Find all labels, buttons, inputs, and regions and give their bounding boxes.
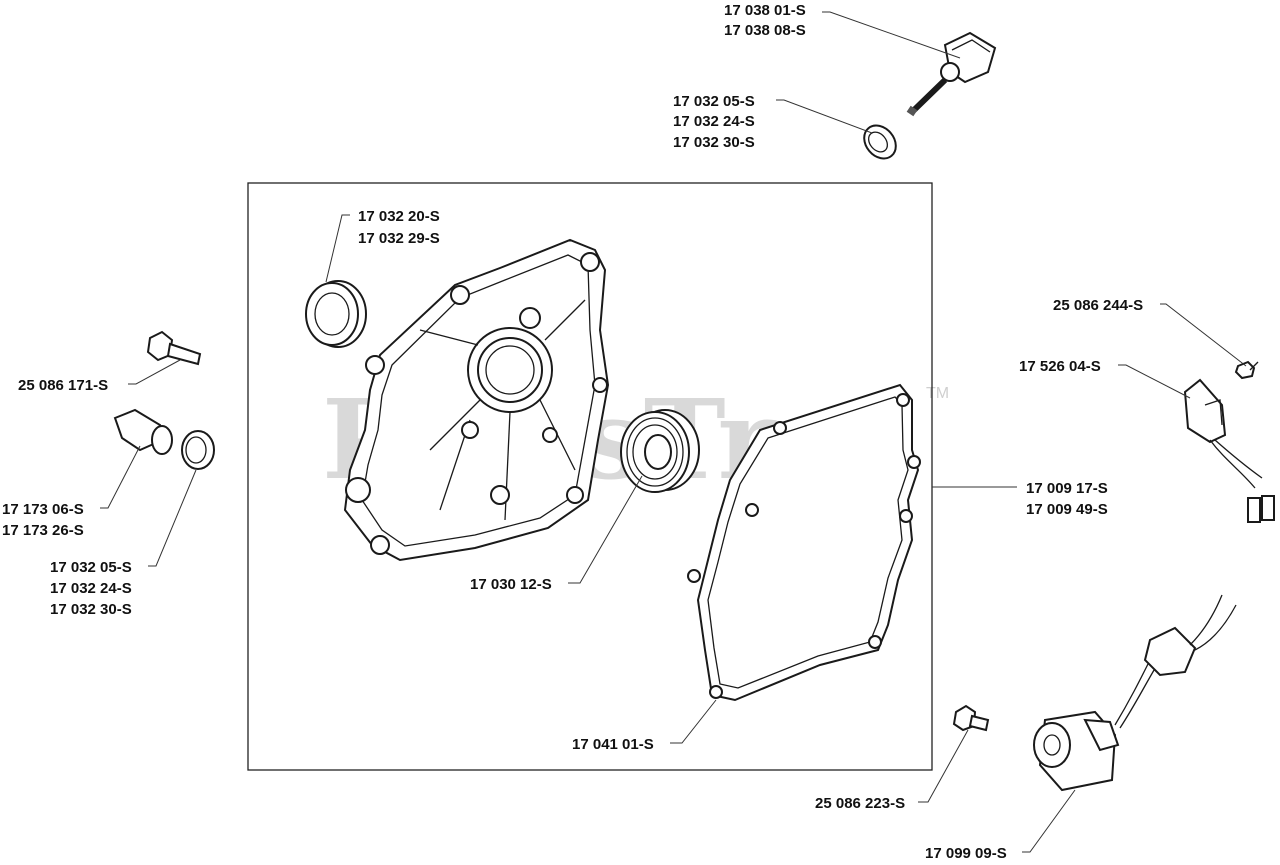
label-dipstick-washer-1: 17 032 05-S <box>673 93 755 110</box>
label-dipstick-1: 17 038 01-S <box>724 2 806 19</box>
label-dipstick-washer-3: 17 032 30-S <box>673 134 755 151</box>
oil-sensor <box>1033 594 1237 792</box>
label-drain-washer-3: 17 032 30-S <box>50 601 132 618</box>
part-labels: 17 038 01-S 17 038 08-S 17 032 05-S 17 0… <box>2 2 1143 862</box>
label-screw-right: 25 086 244-S <box>1053 297 1143 314</box>
dipstick-washer <box>863 124 897 160</box>
leader-lines <box>100 11 1247 853</box>
label-gasket-bottom: 17 041 01-S <box>572 736 654 753</box>
label-bearing: 17 030 12-S <box>470 576 552 593</box>
label-oil-seal-2: 17 032 29-S <box>358 230 440 247</box>
label-dipstick-washer-2: 17 032 24-S <box>673 113 755 130</box>
label-drain-plug-1: 17 173 06-S <box>2 501 84 518</box>
label-bolt-bottom: 25 086 223-S <box>815 795 905 812</box>
label-bolt-left: 25 086 171-S <box>18 377 108 394</box>
gasket <box>687 383 921 702</box>
label-drain-plug-2: 17 173 26-S <box>2 522 84 539</box>
crankcase-cover <box>343 238 610 562</box>
label-oil-seal-1: 17 032 20-S <box>358 208 440 225</box>
screw-right <box>1234 360 1259 380</box>
oil-level-switch <box>1183 378 1275 523</box>
label-oil-sensor: 17 099 09-S <box>925 845 1007 862</box>
drain-plug <box>113 408 173 455</box>
flange-bolt-bottom <box>952 704 990 732</box>
label-drain-washer-1: 17 032 05-S <box>50 559 132 576</box>
watermark-trademark: TM <box>926 385 949 402</box>
label-gasket-2: 17 009 49-S <box>1026 501 1108 518</box>
label-gasket-1: 17 009 17-S <box>1026 480 1108 497</box>
drain-washer <box>181 430 215 470</box>
label-oil-switch: 17 526 04-S <box>1019 358 1101 375</box>
ball-bearing <box>620 409 700 493</box>
flange-bolt-left <box>146 330 202 366</box>
assembly-frame <box>247 182 933 771</box>
label-dipstick-2: 17 038 08-S <box>724 22 806 39</box>
dipstick <box>906 31 997 117</box>
label-drain-washer-2: 17 032 24-S <box>50 580 132 597</box>
oil-seal <box>305 280 367 348</box>
